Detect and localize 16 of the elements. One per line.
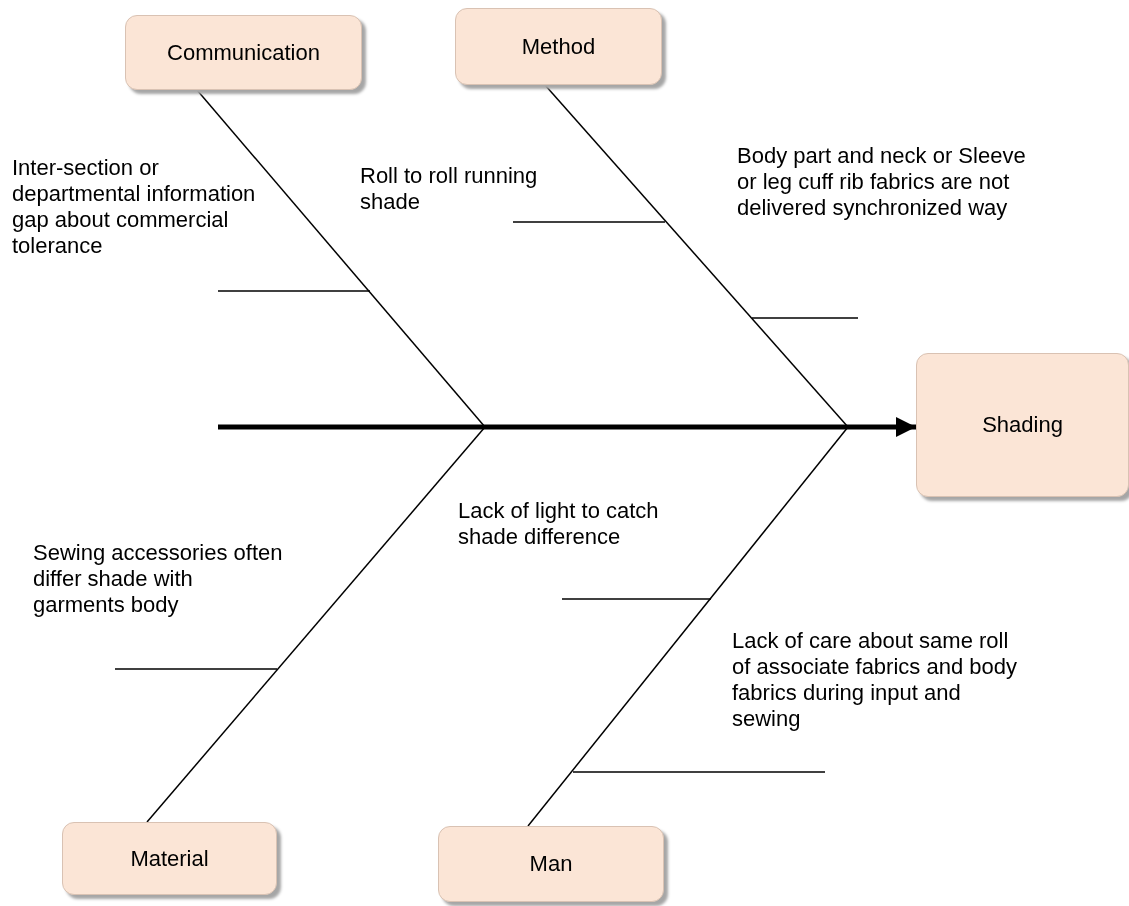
cause-text: Inter-section or departmental information gap about commercial tolerance (12, 155, 257, 259)
bone-line (544, 84, 849, 428)
bone-line (196, 89, 486, 428)
cause-text: Lack of light to catch shade difference (458, 498, 660, 550)
category-box: Man (438, 826, 664, 902)
cause-text: Lack of care about same roll of associate fabrics and body fabrics during input and sewing (732, 628, 1018, 732)
cause-text: Body part and neck or Sleeve or leg cuff rib fabrics are not delivered synchronized way (737, 143, 1027, 221)
category-box: Shading (916, 353, 1129, 497)
category-box: Material (62, 822, 277, 895)
cause-text: Sewing accessories often differ shade with garments body (33, 540, 283, 618)
category-box: Communication (125, 15, 362, 90)
cause-text: Roll to roll running shade (360, 163, 539, 215)
arrow (218, 417, 916, 437)
bone-line (146, 426, 486, 823)
bone-line (527, 426, 849, 827)
category-box: Method (455, 8, 662, 85)
